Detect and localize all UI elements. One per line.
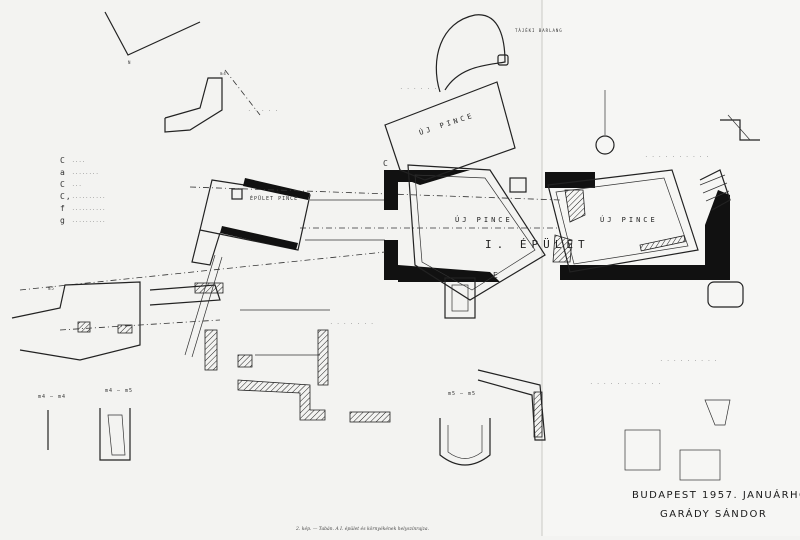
north-label: N [128,60,131,65]
svg-text:C: C [383,159,389,168]
svg-text:m4: m4 [220,71,227,76]
svg-text:···: ··· [72,183,82,188]
svg-text:· · · · · · · · · ·: · · · · · · · · · · [645,154,710,159]
svg-text:m5 – m5: m5 – m5 [448,391,476,397]
annotations: · · · · · · · · · · · · · · · · · · · · … [48,71,718,386]
svg-text:m4 – m5: m4 – m5 [105,388,133,394]
svg-text:··········: ·········· [72,219,106,224]
svg-text:C: C [60,156,66,165]
section-drawings: m4 – m4 m4 – m5 m5 – m5 [38,369,546,466]
svg-text:········: ········ [72,171,99,176]
svg-text:····: ···· [72,159,86,164]
svg-text:· · · · · · · · · · ·: · · · · · · · · · · · [590,381,662,386]
north-arrow: N [104,11,201,65]
svg-text:m4 – m4: m4 – m4 [38,394,66,400]
uj-pince-mid-label: ÚJ PINCE [455,215,513,224]
uj-pince-middle: ÚJ PINCE I. ÉPÜLET E C [383,159,590,301]
svg-text:· · · · ·: · · · · · [248,108,279,113]
left-structure [11,281,221,361]
i-epulet-label: I. ÉPÜLET [485,238,590,251]
uj-pince-right-label: ÚJ PINCE [600,215,658,224]
uj-pince-right: ÚJ PINCE [547,169,731,273]
epulet-pince-building: ÉPÜLET PINCE [191,178,311,266]
svg-text:a: a [60,168,66,177]
small-structure-top: · · · · · [164,69,279,133]
svg-text:· · · · · · · · ·: · · · · · · · · · [660,358,718,363]
well-structure [444,277,744,319]
svg-text:m5: m5 [48,286,55,291]
svg-text:C: C [60,180,66,189]
legend: C···· a········ C··· C,·········· f·····… [60,156,106,225]
svg-text:··········: ·········· [72,207,106,212]
svg-text:· · · · · · ·: · · · · · · · [330,321,374,326]
svg-text:C,: C, [60,192,72,201]
svg-text:g: g [60,216,66,225]
figure-caption: 2. kép. — Tabán. A I. épület és környéké… [295,525,430,532]
epulet-pince-label: ÉPÜLET PINCE [250,194,298,202]
uj-pince-top: ÚJ PINCE TÁJÉKI BARLANG [384,14,563,181]
barlang-label: TÁJÉKI BARLANG [515,28,563,33]
svg-text:· · · · · ·: · · · · · · [400,86,438,91]
uj-pince-top-label: ÚJ PINCE [418,111,476,137]
svg-text:··········: ·········· [72,195,106,200]
detail-sketches [595,90,760,481]
stepped-wall [204,309,391,423]
svg-text:E: E [493,271,499,280]
signature-place-date: BUDAPEST 1957. JANUÁRHÓ [632,488,800,501]
svg-text:f: f [60,204,66,213]
main-building-walls [384,170,730,282]
signature-author: GARÁDY SÁNDOR [660,507,767,520]
